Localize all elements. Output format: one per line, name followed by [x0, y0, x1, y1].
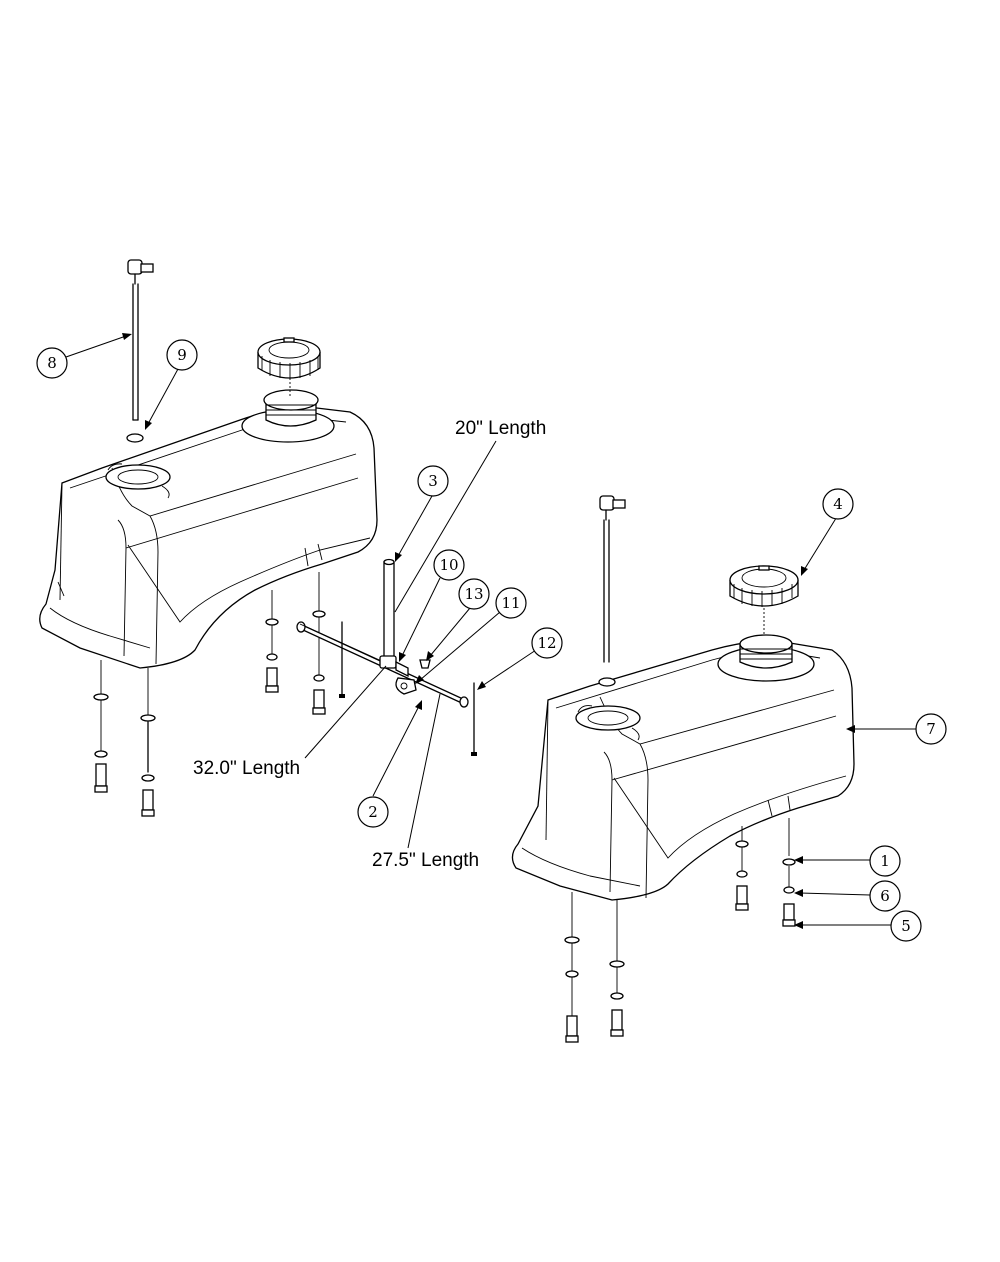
- callout-6-label: 6: [880, 887, 890, 905]
- callout-5-label: 5: [901, 917, 911, 935]
- callout-4: 4: [822, 488, 854, 520]
- left-pickup-tube: [126, 259, 154, 443]
- right-tank-hardware: [564, 818, 796, 1043]
- callout-4-label: 4: [833, 495, 843, 513]
- length-label-32in: 32.0" Length: [193, 758, 300, 779]
- callout-9-label: 9: [177, 346, 187, 364]
- length-label-20in: 20" Length: [455, 418, 546, 439]
- callout-12: 12: [531, 627, 563, 659]
- left-fuel-tank: [39, 259, 378, 817]
- callout-7-label: 7: [926, 720, 936, 738]
- callout-3: 3: [417, 465, 449, 497]
- right-pickup-tube: [598, 495, 626, 687]
- left-tank-hardware: [93, 572, 326, 817]
- right-fuel-tank: [511, 495, 855, 1043]
- callout-2-label: 2: [368, 803, 378, 821]
- callout-12-label: 12: [537, 634, 556, 652]
- callout-9: 9: [166, 339, 198, 371]
- callout-11-label: 11: [501, 594, 520, 612]
- callout-10: 10: [433, 549, 465, 581]
- right-fuel-cap: [729, 565, 799, 607]
- leader-lines: [65, 333, 916, 929]
- callout-13-label: 13: [464, 585, 483, 603]
- callout-2: 2: [357, 796, 389, 828]
- callout-8: 8: [36, 347, 68, 379]
- callout-5: 5: [890, 910, 922, 942]
- callout-13: 13: [458, 578, 490, 610]
- callout-7: 7: [915, 713, 947, 745]
- callout-1-label: 1: [880, 852, 890, 870]
- length-label-27-5in: 27.5" Length: [372, 850, 479, 871]
- callout-11: 11: [495, 587, 527, 619]
- callout-1: 1: [869, 845, 901, 877]
- callout-6: 6: [869, 880, 901, 912]
- callout-8-label: 8: [47, 354, 57, 372]
- callout-3-label: 3: [428, 472, 438, 490]
- fuel-line-assembly: [296, 558, 477, 756]
- left-fuel-cap: [257, 337, 321, 379]
- callout-10-label: 10: [439, 556, 458, 574]
